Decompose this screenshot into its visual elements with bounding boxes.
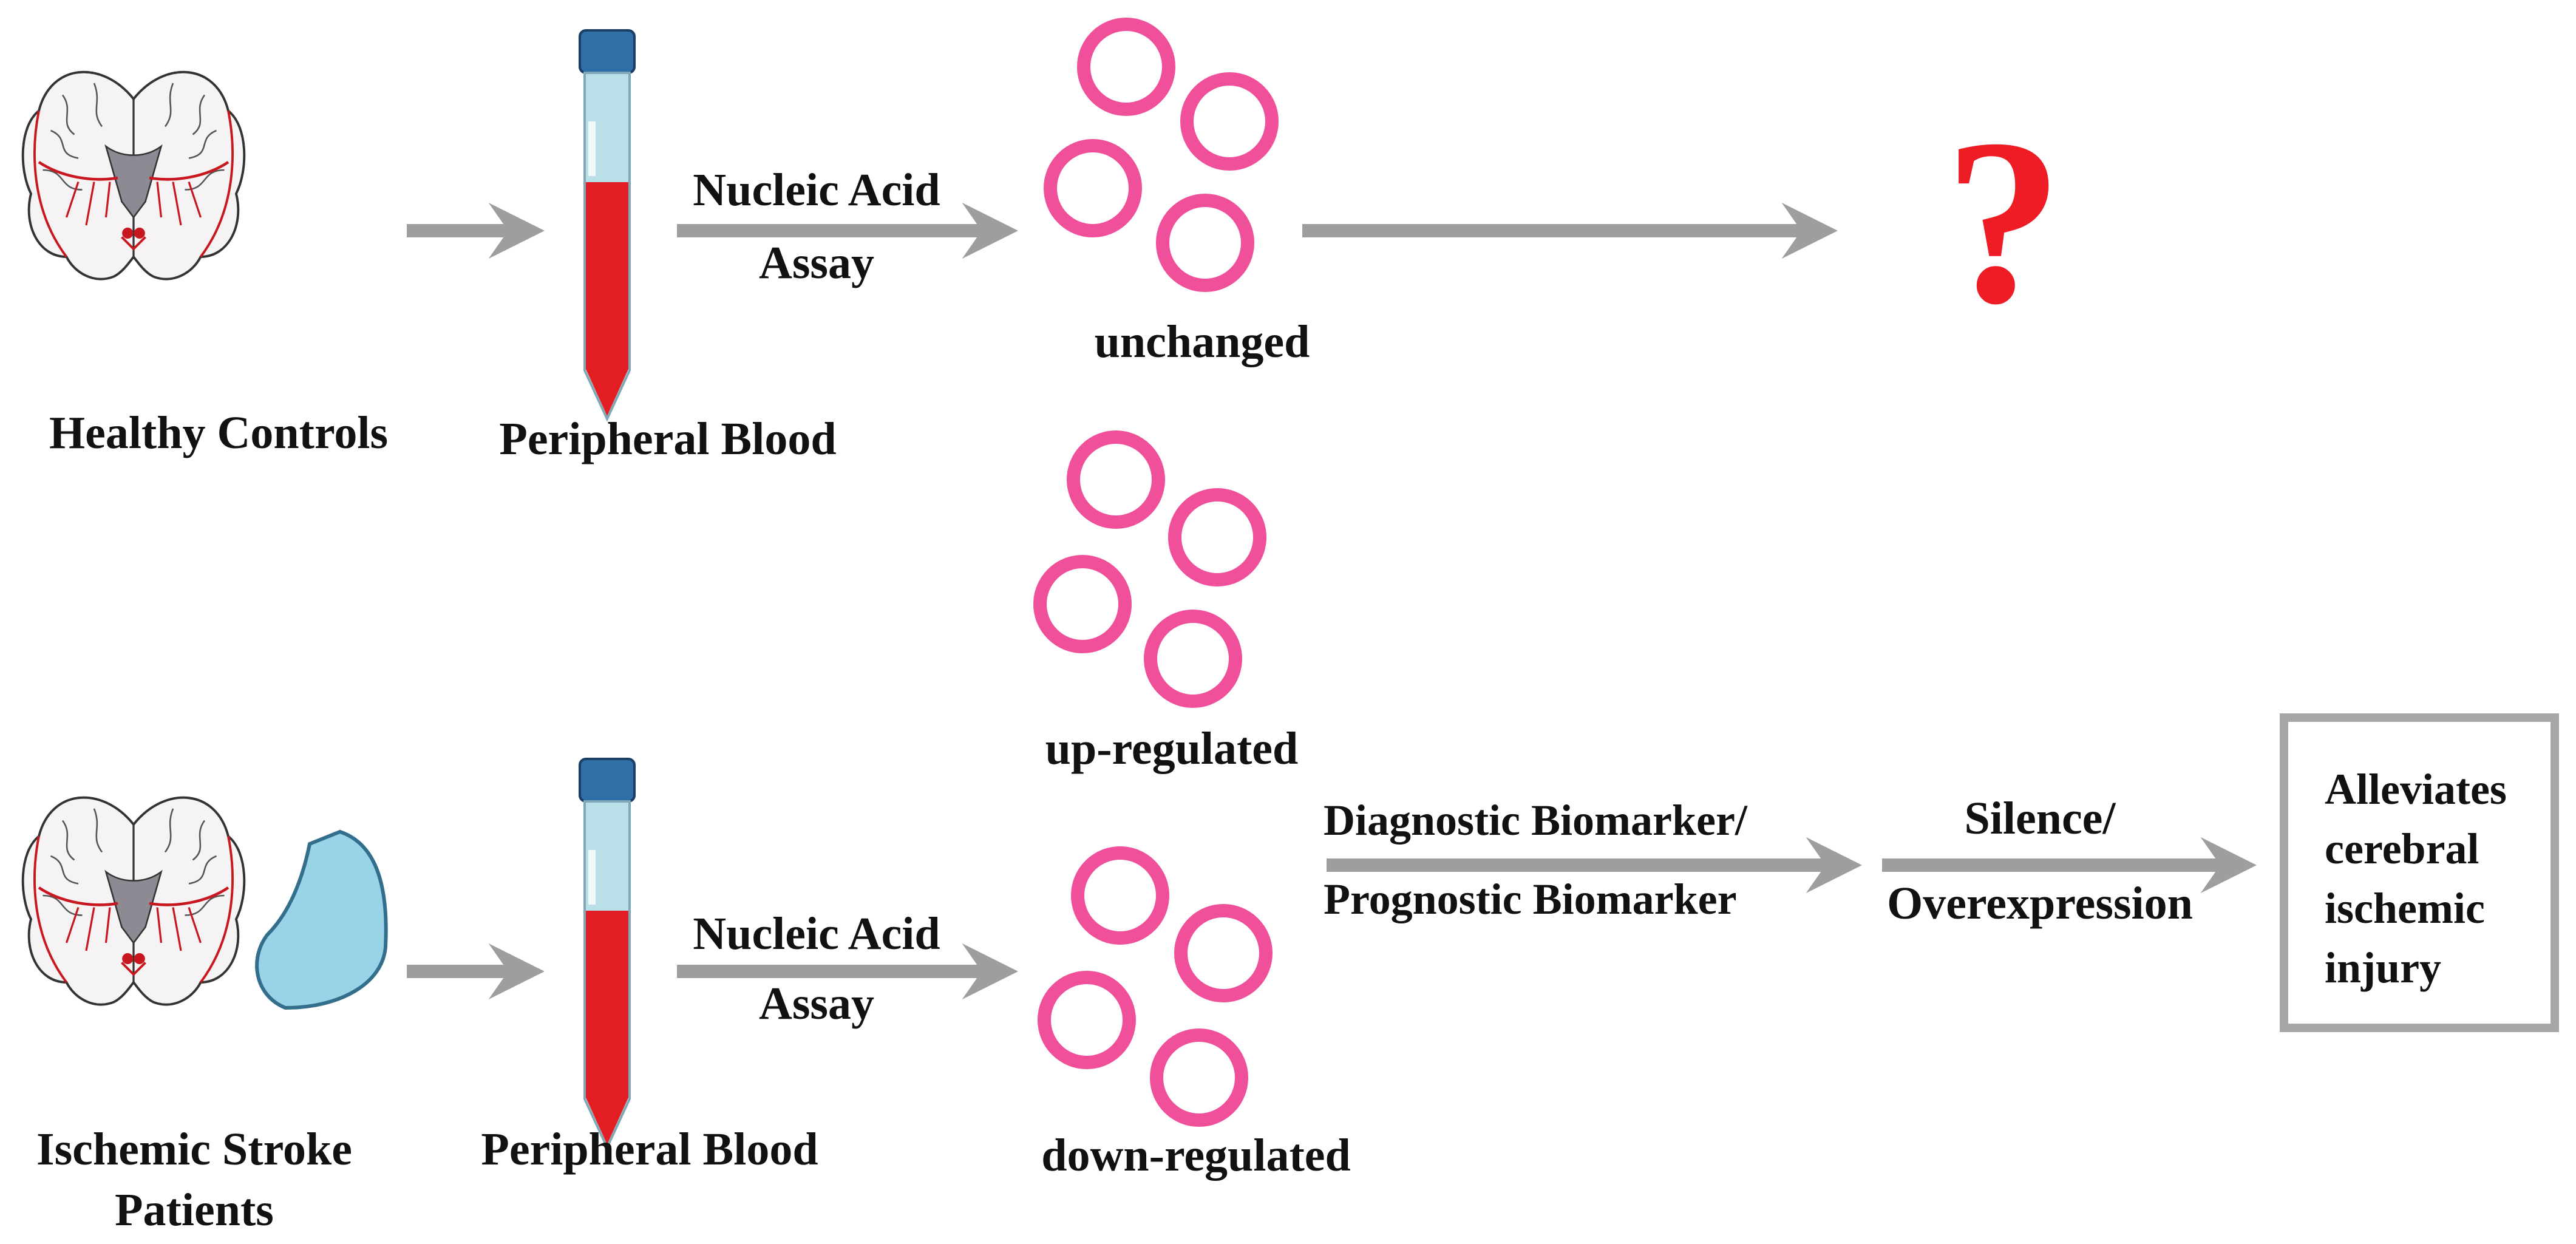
healthy-blood-tube [579,29,636,420]
biomarker-label-2: Prognostic Biomarker [1324,875,1737,923]
stroke-blood-tube [579,758,636,1149]
outcome-line-3: ischemic [2325,884,2485,933]
stroke-group-label-1: Ischemic Stroke [36,1124,352,1175]
outcome-box: Alleviates cerebral ischemic injury [2280,713,2559,1032]
stroke-sample-label: Peripheral Blood [481,1124,818,1175]
rings-unchanged [1044,18,1279,292]
healthy-assay-label-2: Assay [758,237,875,288]
ischemic-region [255,829,388,1010]
healthy-brain-illustration [23,72,245,279]
intervention-label-1: Silence/ [1964,793,2116,844]
stroke-brain-illustration [23,798,245,1005]
rings-down-regulated [1038,846,1273,1127]
healthy-assay-label-1: Nucleic Acid [693,165,940,216]
outcome-line-2: cerebral [2325,824,2479,873]
up-regulated-label: up-regulated [1045,723,1299,774]
outcome-line-1: Alleviates [2325,765,2507,814]
down-regulated-label: down-regulated [1041,1130,1351,1181]
question-mark-icon: ? [1944,90,2063,353]
healthy-sample-label: Peripheral Blood [499,413,837,464]
outcome-line-4: injury [2325,943,2442,992]
rings-up-regulated [1033,430,1266,708]
intervention-label-2: Overexpression [1887,878,2193,929]
healthy-group-label: Healthy Controls [49,407,389,458]
stroke-assay-label-1: Nucleic Acid [693,908,940,959]
stroke-assay-label-2: Assay [758,978,875,1029]
unchanged-label: unchanged [1094,316,1310,367]
stroke-group-label-2: Patients [115,1185,274,1236]
biomarker-label-1: Diagnostic Biomarker/ [1324,796,1747,845]
